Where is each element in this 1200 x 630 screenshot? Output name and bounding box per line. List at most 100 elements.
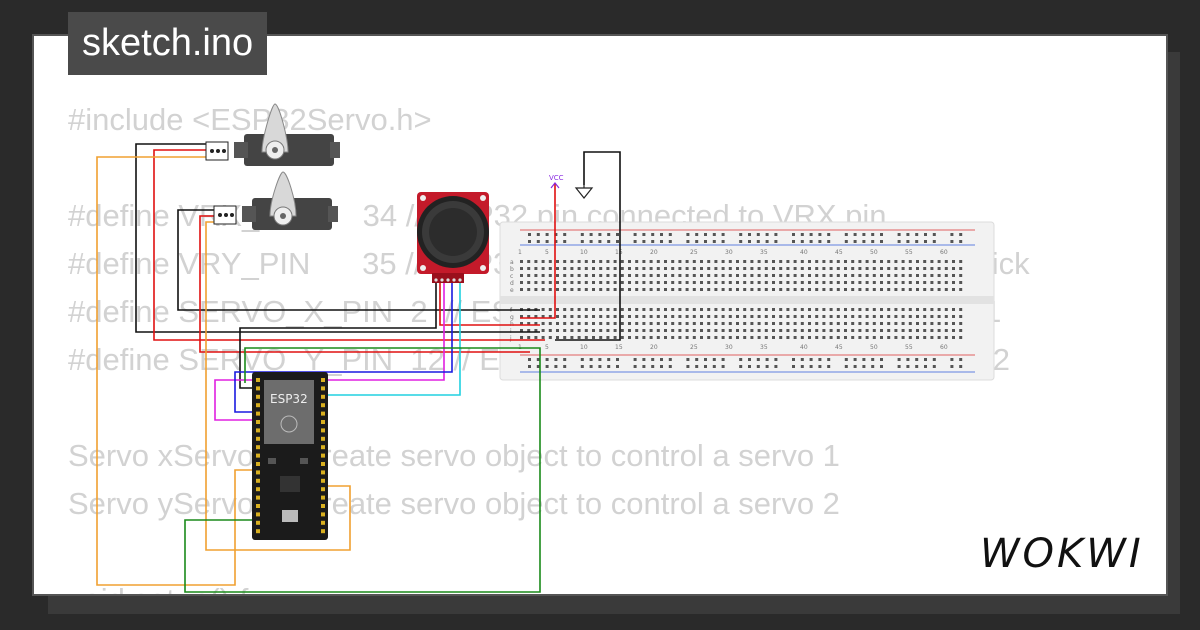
breadboard-hole[interactable] xyxy=(714,336,718,339)
breadboard-hole[interactable] xyxy=(556,274,559,277)
breadboard-hole[interactable] xyxy=(786,274,790,277)
breadboard-hole[interactable] xyxy=(589,233,593,236)
breadboard-hole[interactable] xyxy=(959,329,963,332)
breadboard-hole[interactable] xyxy=(829,308,833,311)
breadboard-hole[interactable] xyxy=(739,358,743,361)
breadboard-hole[interactable] xyxy=(743,260,747,263)
breadboard-hole[interactable] xyxy=(606,288,610,291)
breadboard-hole[interactable] xyxy=(563,322,567,325)
breadboard-hole[interactable] xyxy=(950,365,954,368)
breadboard-hole[interactable] xyxy=(584,322,588,325)
breadboard-hole[interactable] xyxy=(671,267,675,270)
breadboard-hole[interactable] xyxy=(700,260,703,263)
breadboard-hole[interactable] xyxy=(916,322,919,325)
breadboard-hole[interactable] xyxy=(545,240,549,243)
breadboard-hole[interactable] xyxy=(944,315,948,318)
breadboard-hole[interactable] xyxy=(563,288,567,291)
breadboard-hole[interactable] xyxy=(880,240,883,243)
esp32-pin[interactable] xyxy=(256,478,260,483)
breadboard-hole[interactable] xyxy=(664,260,667,263)
breadboard-hole[interactable] xyxy=(664,322,667,325)
breadboard-hole[interactable] xyxy=(959,240,963,243)
breadboard-hole[interactable] xyxy=(779,281,783,284)
breadboard-hole[interactable] xyxy=(897,240,901,243)
breadboard-hole[interactable] xyxy=(577,260,581,263)
breadboard-hole[interactable] xyxy=(664,329,667,332)
breadboard-hole[interactable] xyxy=(541,315,545,318)
breadboard-hole[interactable] xyxy=(853,358,857,361)
esp32-pin[interactable] xyxy=(321,462,325,466)
breadboard-hole[interactable] xyxy=(707,281,711,284)
breadboard-hole[interactable] xyxy=(750,308,754,311)
breadboard-hole[interactable] xyxy=(757,315,761,318)
breadboard-hole[interactable] xyxy=(707,274,711,277)
breadboard-hole[interactable] xyxy=(545,233,549,236)
breadboard-hole[interactable] xyxy=(865,322,869,325)
breadboard-hole[interactable] xyxy=(707,308,711,311)
breadboard-hole[interactable] xyxy=(924,240,927,243)
breadboard-hole[interactable] xyxy=(858,288,862,291)
breadboard-hole[interactable] xyxy=(880,358,883,361)
breadboard-hole[interactable] xyxy=(563,281,567,284)
breadboard-hole[interactable] xyxy=(932,365,936,368)
breadboard-hole[interactable] xyxy=(570,308,574,311)
breadboard-hole[interactable] xyxy=(707,336,711,339)
breadboard-hole[interactable] xyxy=(930,315,934,318)
breadboard-hole[interactable] xyxy=(554,358,558,361)
breadboard-hole[interactable] xyxy=(793,288,797,291)
breadboard-hole[interactable] xyxy=(800,240,804,243)
breadboard-hole[interactable] xyxy=(779,260,783,263)
breadboard-hole[interactable] xyxy=(668,240,672,243)
breadboard-hole[interactable] xyxy=(871,233,875,236)
breadboard-hole[interactable] xyxy=(872,322,876,325)
breadboard-hole[interactable] xyxy=(937,260,941,263)
breadboard-hole[interactable] xyxy=(651,233,655,236)
breadboard-hole[interactable] xyxy=(923,322,927,325)
breadboard-hole[interactable] xyxy=(800,315,804,318)
breadboard-hole[interactable] xyxy=(704,240,707,243)
breadboard-hole[interactable] xyxy=(862,240,866,243)
breadboard-hole[interactable] xyxy=(800,358,804,361)
breadboard-hole[interactable] xyxy=(880,329,883,332)
breadboard-hole[interactable] xyxy=(779,336,783,339)
breadboard-hole[interactable] xyxy=(721,267,725,270)
breadboard-hole[interactable] xyxy=(915,240,919,243)
breadboard-hole[interactable] xyxy=(592,267,595,270)
breadboard-hole[interactable] xyxy=(959,315,963,318)
breadboard-hole[interactable] xyxy=(620,274,624,277)
breadboard-hole[interactable] xyxy=(800,274,804,277)
breadboard-hole[interactable] xyxy=(642,274,646,277)
breadboard-hole[interactable] xyxy=(872,260,876,263)
breadboard-hole[interactable] xyxy=(952,281,955,284)
breadboard-hole[interactable] xyxy=(757,336,761,339)
breadboard-hole[interactable] xyxy=(685,308,689,311)
breadboard-hole[interactable] xyxy=(599,329,603,332)
esp32-pin[interactable] xyxy=(256,411,260,416)
breadboard-hole[interactable] xyxy=(829,315,833,318)
breadboard-hole[interactable] xyxy=(685,336,689,339)
breadboard-hole[interactable] xyxy=(901,336,905,339)
breadboard-hole[interactable] xyxy=(548,288,552,291)
esp32-pin[interactable] xyxy=(321,428,325,433)
breadboard-hole[interactable] xyxy=(937,274,941,277)
breadboard-hole[interactable] xyxy=(554,233,558,236)
breadboard-hole[interactable] xyxy=(923,281,927,284)
breadboard-hole[interactable] xyxy=(556,288,559,291)
breadboard-hole[interactable] xyxy=(901,274,905,277)
breadboard-hole[interactable] xyxy=(822,274,826,277)
breadboard-hole[interactable] xyxy=(649,329,653,332)
breadboard-hole[interactable] xyxy=(606,336,610,339)
breadboard-hole[interactable] xyxy=(649,267,653,270)
breadboard-hole[interactable] xyxy=(599,322,603,325)
esp32-pin[interactable] xyxy=(256,504,260,508)
breadboard-hole[interactable] xyxy=(901,267,905,270)
breadboard-hole[interactable] xyxy=(584,267,588,270)
breadboard-hole[interactable] xyxy=(613,329,617,332)
breadboard-hole[interactable] xyxy=(671,308,675,311)
breadboard-hole[interactable] xyxy=(556,308,559,311)
breadboard-hole[interactable] xyxy=(765,240,769,243)
esp32-pin[interactable] xyxy=(256,445,260,450)
breadboard-hole[interactable] xyxy=(736,260,739,263)
breadboard-hole[interactable] xyxy=(808,281,811,284)
breadboard-hole[interactable] xyxy=(635,329,639,332)
